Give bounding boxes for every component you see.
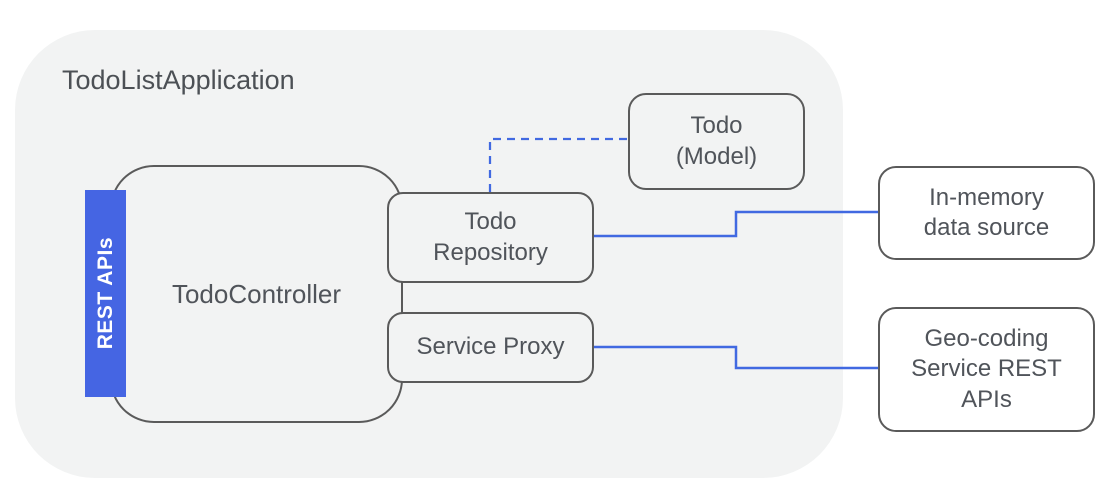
geo-coding-service-node: Geo-coding Service REST APIs: [878, 307, 1095, 432]
in-memory-datasource-node: In-memory data source: [878, 166, 1095, 260]
rest-apis-badge: REST APIs: [85, 190, 126, 397]
container-title: TodoListApplication: [62, 65, 295, 95]
todo-model-label: Todo (Model): [675, 112, 758, 170]
geo-coding-service-label: Geo-coding Service REST APIs: [911, 325, 1062, 413]
service-proxy-label: Service Proxy: [416, 333, 565, 361]
todo-repository-label: Todo Repository: [433, 208, 548, 266]
todo-controller-node: TodoController: [110, 165, 403, 423]
todo-model-node: Todo (Model): [628, 93, 805, 190]
repository-datasource-connector: [594, 210, 878, 238]
rest-apis-label: REST APIs: [93, 237, 117, 350]
model-dependency-dashed-connector: [488, 137, 628, 192]
in-memory-datasource-label: In-memory data source: [923, 183, 1050, 241]
proxy-geoservice-connector: [594, 345, 878, 370]
todo-controller-label: TodoController: [171, 278, 342, 309]
todo-repository-node: Todo Repository: [387, 192, 594, 283]
service-proxy-node: Service Proxy: [387, 312, 594, 383]
